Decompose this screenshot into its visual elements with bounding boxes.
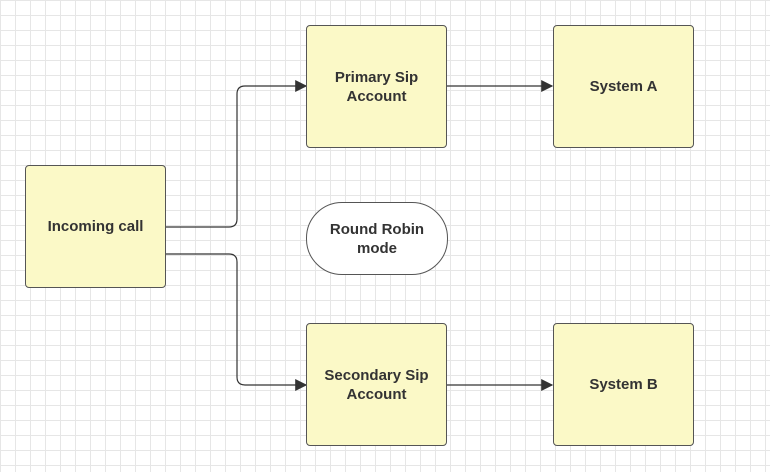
connector-incoming-to-primary[interactable]	[166, 80, 308, 228]
node-primary-sip-account[interactable]: Primary Sip Account	[306, 25, 447, 148]
node-incoming-call[interactable]: Incoming call	[25, 165, 166, 288]
node-system-b[interactable]: System B	[553, 323, 694, 446]
node-secondary-sip-account-label: Secondary Sip Account	[324, 366, 429, 403]
node-round-robin-mode-label: Round Robin mode	[329, 220, 425, 257]
node-primary-sip-account-label: Primary Sip Account	[334, 68, 419, 105]
node-round-robin-mode[interactable]: Round Robin mode	[306, 202, 448, 275]
node-secondary-sip-account[interactable]: Secondary Sip Account	[306, 323, 447, 446]
node-system-a[interactable]: System A	[553, 25, 694, 148]
node-system-b-label: System B	[589, 376, 658, 393]
connector-incoming-to-secondary[interactable]	[166, 253, 308, 391]
node-system-a-label: System A	[589, 78, 658, 95]
node-incoming-call-label: Incoming call	[47, 218, 144, 235]
